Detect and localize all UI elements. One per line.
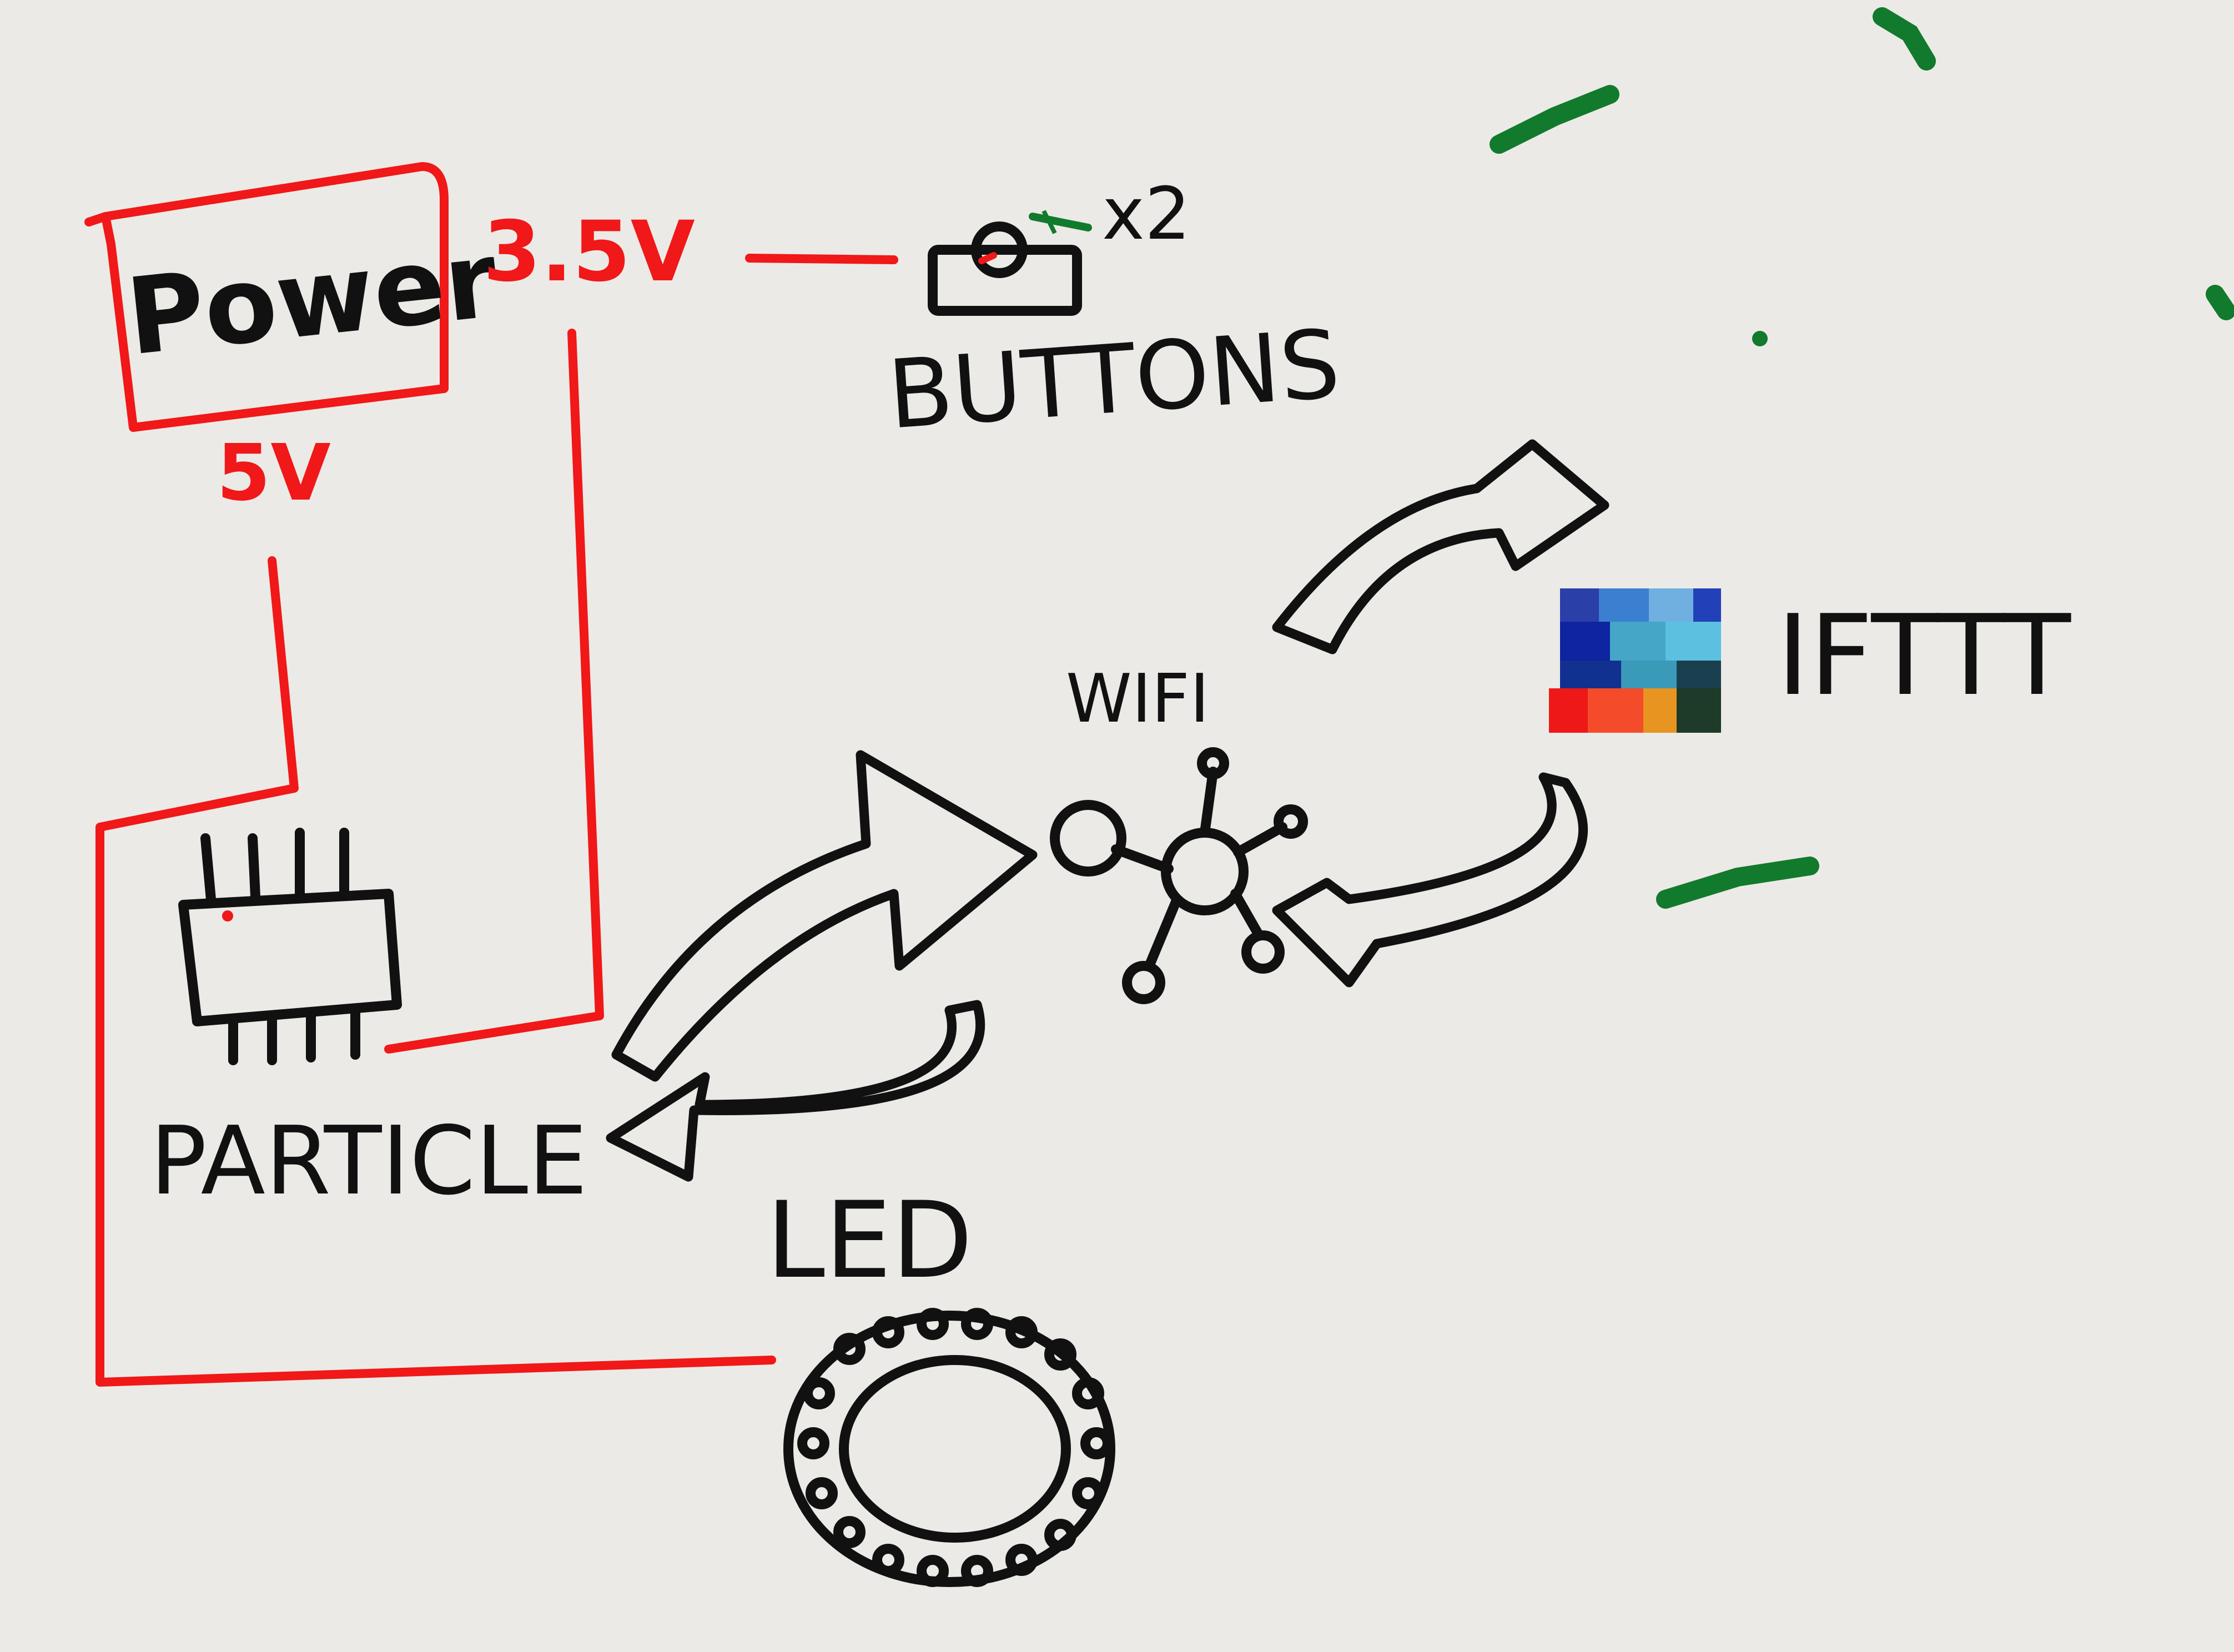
wifi-label: WIFI xyxy=(1066,661,1209,738)
power-wires xyxy=(95,329,776,1387)
particle-label: PARTICLE xyxy=(150,1106,588,1216)
ifttt-block: IFTTT xyxy=(1549,588,2071,733)
microcontroller-chip-icon xyxy=(178,828,402,1065)
arrow-wifi-to-particle xyxy=(606,1000,985,1182)
ifttt-label: IFTTT xyxy=(1777,591,2071,721)
voltage-3-5-label: 3.5V xyxy=(483,204,695,300)
buttons-quantity-label: x2 xyxy=(1102,172,1191,256)
power-box-outline xyxy=(101,162,449,432)
arrow-particle-to-wifi xyxy=(611,750,1038,1082)
power-block: Power xyxy=(84,162,503,432)
led-label: LED xyxy=(766,1179,973,1302)
flow-arrows xyxy=(606,439,1609,1182)
arrow-wifi-to-ifttt xyxy=(1272,439,1609,654)
wifi-block: WIFI xyxy=(1050,661,1308,1004)
arrow-ifttt-to-wifi xyxy=(1272,772,1588,988)
voltage-5-label: 5V xyxy=(217,428,331,518)
particle-block: PARTICLE xyxy=(150,828,588,1216)
green-marker-marks xyxy=(1029,7,2234,909)
network-node-icon xyxy=(1050,747,1308,1004)
wire-power-to-buttons xyxy=(745,254,898,264)
ifttt-logo-icon xyxy=(1549,588,1721,733)
buttons-block: x2 BUTTONS xyxy=(884,172,1343,451)
buttons-label: BUTTONS xyxy=(884,309,1343,450)
led-block: LED xyxy=(766,1179,1115,1587)
led-ring-icon xyxy=(783,1308,1115,1587)
push-button-icon xyxy=(928,221,1082,316)
